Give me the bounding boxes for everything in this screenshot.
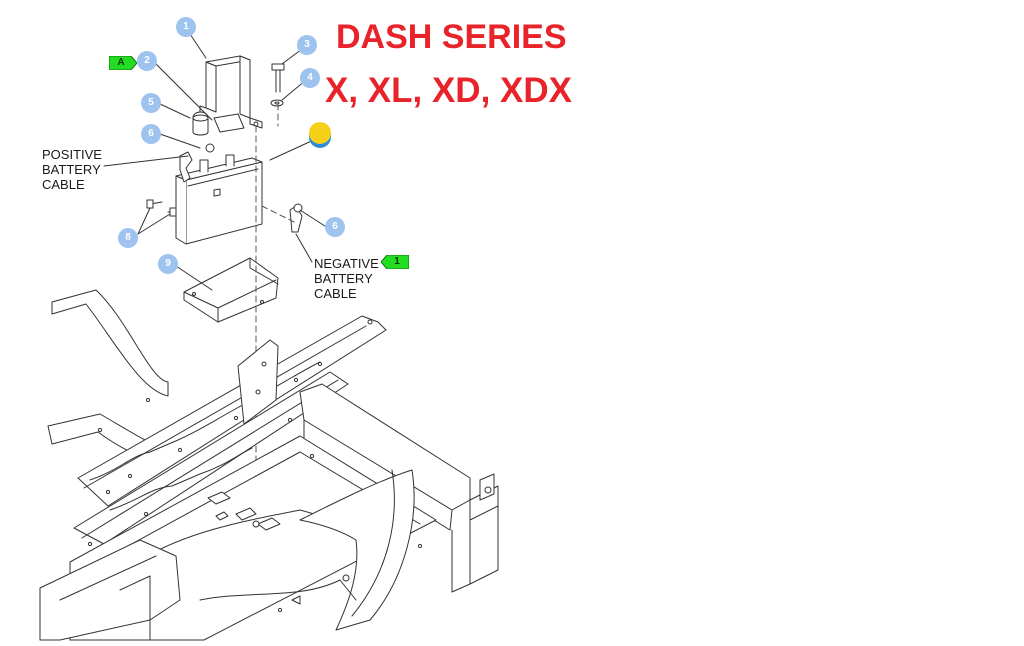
chassis-frame (39, 289, 499, 641)
callout-1[interactable]: 1 (176, 17, 196, 37)
callout-9[interactable]: 9 (158, 254, 178, 274)
callout-2[interactable]: 2 (137, 51, 157, 71)
flag-1-shape (381, 255, 409, 269)
battery-tray (183, 257, 279, 323)
callout-6-positive[interactable]: 6 (141, 124, 161, 144)
battery (175, 154, 263, 245)
callout-5[interactable]: 5 (141, 93, 161, 113)
callout-6-negative[interactable]: 6 (325, 217, 345, 237)
status-marker (309, 122, 331, 148)
flag-1-label: 1 (394, 256, 400, 267)
flag-a-label: A (117, 57, 125, 68)
bolt-and-washer (270, 63, 285, 107)
flag-1[interactable]: 1 (381, 255, 409, 269)
negative-battery-cable-label: NEGATIVE BATTERY CABLE (314, 256, 379, 301)
flag-a[interactable]: A (109, 56, 137, 70)
hold-down-bracket (199, 55, 263, 129)
callout-3[interactable]: 3 (297, 35, 317, 55)
positive-terminal-clamp (179, 151, 193, 183)
insulator-pad (213, 113, 245, 133)
model-list: X, XL, XD, XDX (325, 71, 572, 110)
flag-a-shape (109, 56, 137, 70)
series-title: DASH SERIES (336, 18, 567, 56)
callout-4[interactable]: 4 (300, 68, 320, 88)
positive-battery-cable-label: POSITIVE BATTERY CABLE (42, 147, 102, 192)
callout-8[interactable]: 8 (118, 228, 138, 248)
terminal-boot (192, 111, 209, 136)
